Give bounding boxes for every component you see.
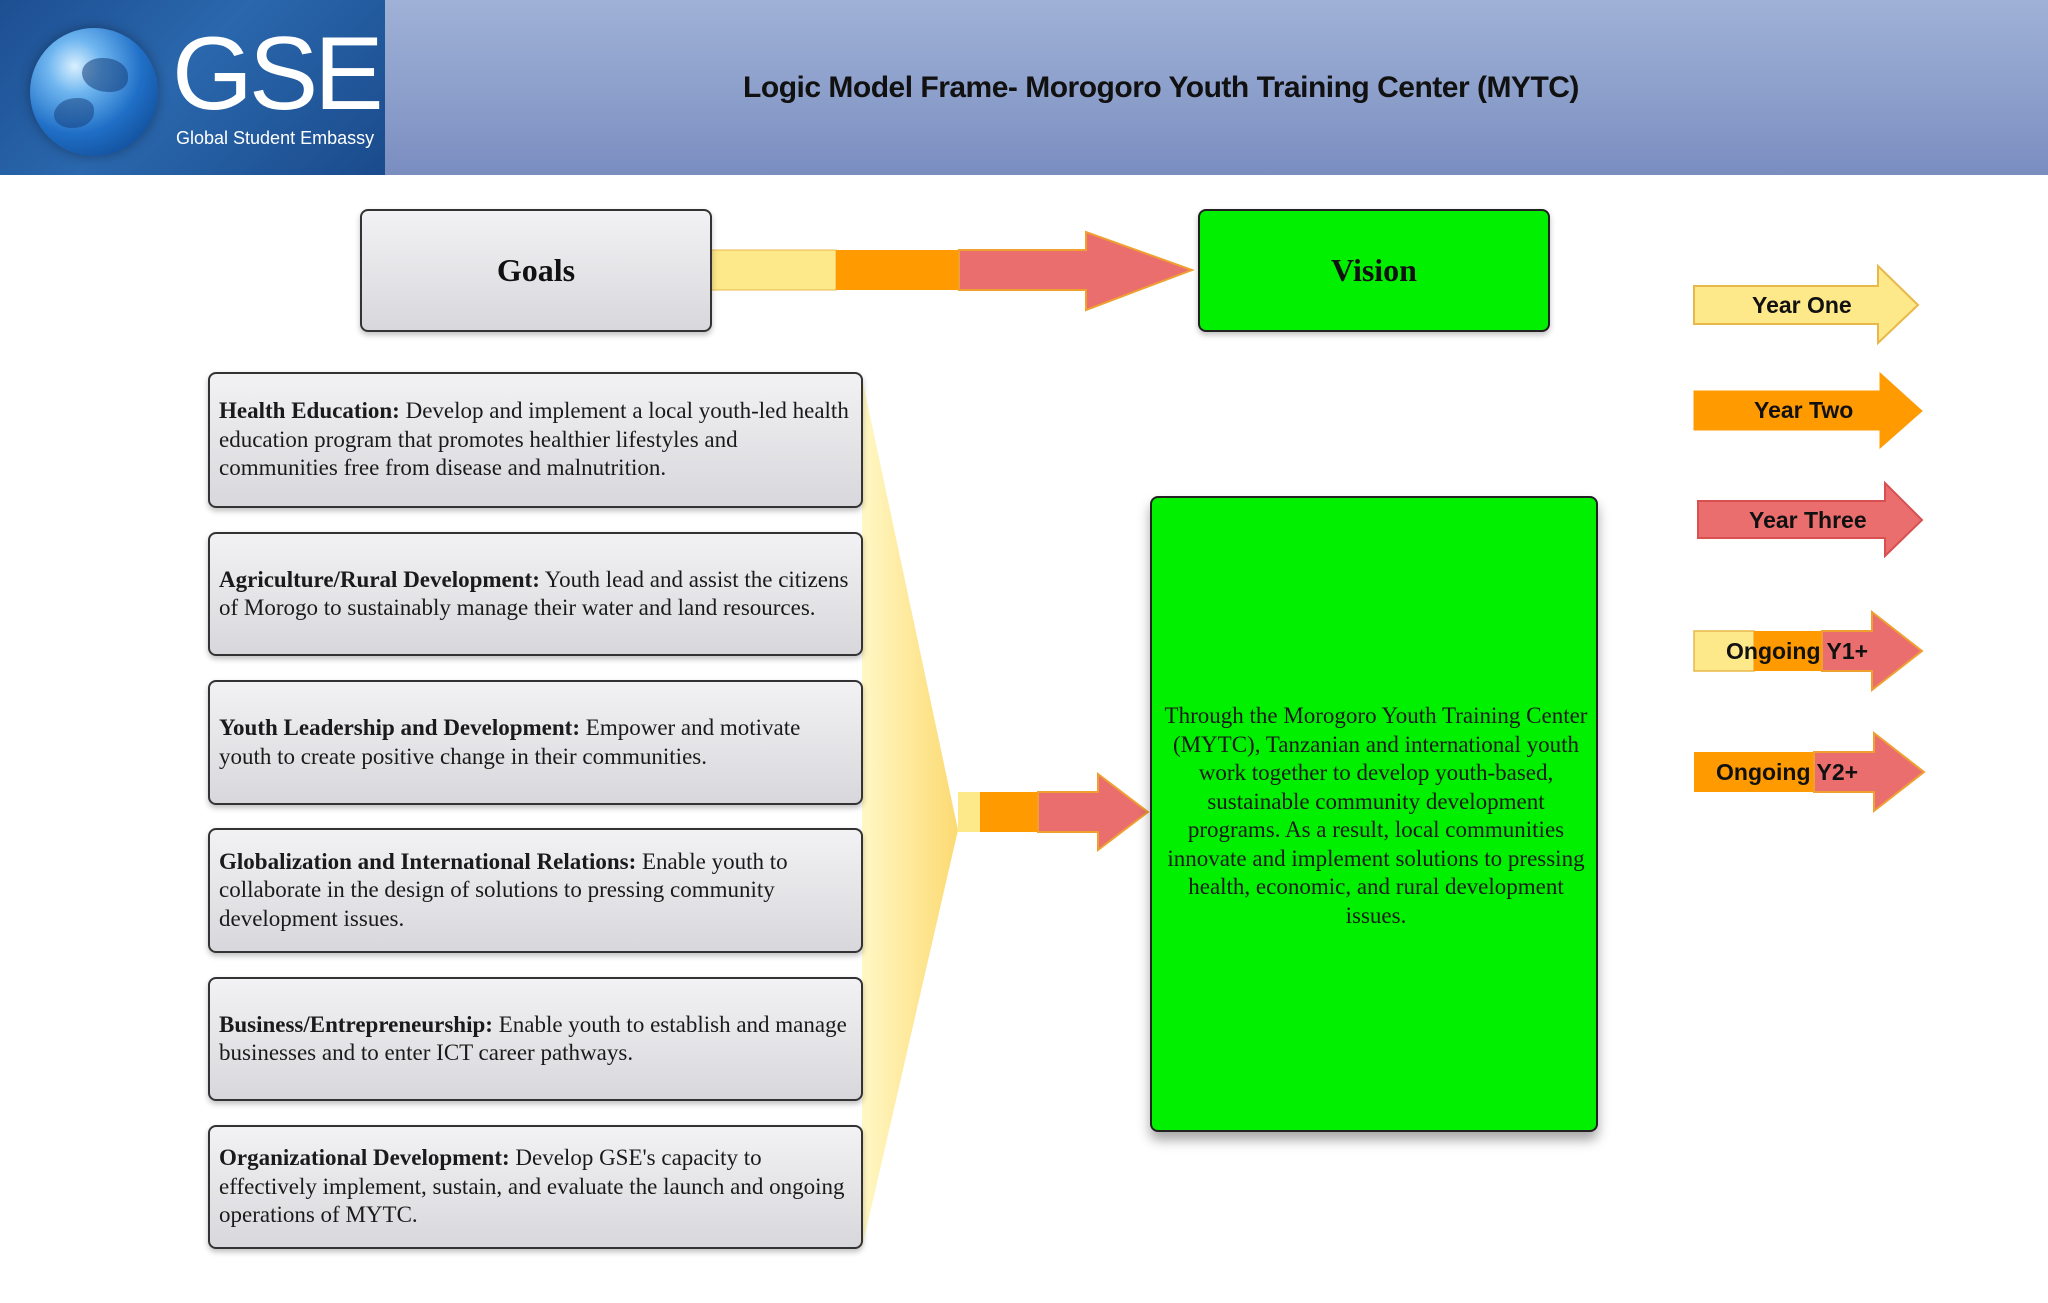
legend-arrow-year-one xyxy=(1693,263,1920,346)
goal-description: Empower and motivate youth to create pos… xyxy=(219,715,801,769)
goals-header-label: Goals xyxy=(496,252,576,288)
goals-funnel xyxy=(862,378,958,1248)
logo-brand: GSE xyxy=(172,16,384,132)
goal-title: Business/Entrepreneurship: xyxy=(219,1011,493,1037)
goal-box-business: Business/Entrepreneurship: Enable youth … xyxy=(208,977,863,1101)
goal-text: Health Education: Develop and implement … xyxy=(219,397,849,483)
goal-description: Youth lead and assist the citizens of Mo… xyxy=(219,566,849,621)
goal-description: Develop GSE's capacity to effectively im… xyxy=(219,1145,845,1228)
legend-arrow-year-three xyxy=(1697,480,1924,559)
page-title: Logic Model Frame- Morogoro Youth Traini… xyxy=(743,70,1579,104)
goal-box-health: Health Education: Develop and implement … xyxy=(208,372,863,508)
vision-statement: Through the Morogoro Youth Training Cent… xyxy=(1164,703,1588,928)
goal-description: Enable youth to establish and manage bus… xyxy=(219,1011,847,1066)
legend-arrow-ongoing-y1 xyxy=(1693,609,1924,693)
goal-box-youth-leadership: Youth Leadership and Development: Empowe… xyxy=(208,680,863,805)
goal-text: Agriculture/Rural Development: Youth lea… xyxy=(219,566,849,623)
goal-text: Youth Leadership and Development: Empowe… xyxy=(219,714,849,771)
goal-title: Health Education: xyxy=(219,398,400,424)
goal-box-agriculture: Agriculture/Rural Development: Youth lea… xyxy=(208,532,863,656)
legend-label-year-three: Year Three xyxy=(1749,507,1867,533)
goal-box-globalization: Globalization and International Relation… xyxy=(208,828,863,953)
goal-description: Enable youth to collaborate in the desig… xyxy=(219,848,788,931)
legend-label-ongoing-y2: Ongoing Y2+ xyxy=(1716,759,1859,785)
vision-header-box: Vision xyxy=(1198,209,1550,332)
logo-tagline: Global Student Embassy xyxy=(176,128,375,148)
header-banner: GSE Global Student Embassy Logic Model F… xyxy=(0,0,2048,175)
legend-label-year-two: Year Two xyxy=(1754,397,1854,423)
goal-description: Develop and implement a local youth-led … xyxy=(219,398,849,481)
goal-text: Business/Entrepreneurship: Enable youth … xyxy=(219,1011,849,1068)
goal-title: Globalization and International Relation… xyxy=(219,848,637,874)
goal-title: Agriculture/Rural Development: xyxy=(219,566,540,592)
goals-header-box: Goals xyxy=(360,209,712,332)
legend-label-ongoing-y1: Ongoing Y1+ xyxy=(1726,638,1869,664)
goal-box-organizational: Organizational Development: Develop GSE'… xyxy=(208,1125,863,1249)
globe-icon xyxy=(30,28,158,156)
goals-to-statement-arrow xyxy=(958,771,1150,853)
vision-statement-container: Through the Morogoro Youth Training Cent… xyxy=(1150,496,1602,1136)
legend-arrow-year-two xyxy=(1693,371,1923,450)
vision-statement-box xyxy=(1150,496,1598,1132)
legend-label-year-one: Year One xyxy=(1752,292,1852,318)
vision-header-label: Vision xyxy=(1331,252,1417,288)
goals-to-vision-arrow xyxy=(710,230,1195,312)
goal-title: Organizational Development: xyxy=(219,1145,510,1171)
gse-logo: GSE Global Student Embassy xyxy=(0,0,385,175)
legend-arrow-ongoing-y2 xyxy=(1694,730,1926,814)
goal-title: Youth Leadership and Development: xyxy=(219,715,581,740)
goal-text: Organizational Development: Develop GSE'… xyxy=(219,1144,849,1230)
goal-text: Globalization and International Relation… xyxy=(219,848,849,934)
